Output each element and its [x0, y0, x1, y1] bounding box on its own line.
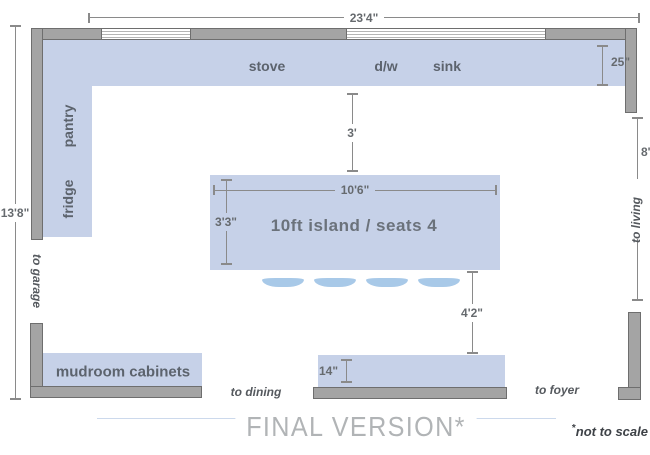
- dim-cap: [341, 381, 352, 383]
- dim-line: [215, 189, 335, 191]
- wall-right-upper: [625, 28, 637, 113]
- footer-note: *not to scale: [572, 423, 648, 439]
- label-stove: stove: [248, 58, 286, 74]
- label-to-dining: to dining: [230, 385, 282, 399]
- dim-line: [346, 361, 347, 381]
- dim-cap: [88, 12, 90, 23]
- dim-line: [225, 231, 227, 263]
- label-sink: sink: [432, 58, 462, 74]
- label-to-garage: to garage: [30, 253, 44, 309]
- dim-line: [602, 47, 603, 84]
- dim-living-opening: [631, 117, 643, 301]
- dim-cap: [346, 170, 358, 172]
- island-counter: [210, 175, 500, 270]
- wall-top-center: [190, 28, 347, 40]
- dim-counter-island-gap-label: 3': [347, 125, 357, 140]
- dim-cap: [213, 185, 215, 195]
- dim-line: [351, 141, 353, 170]
- dim-line: [14, 27, 16, 204]
- dim-living-opening-label: 8': [641, 145, 650, 159]
- stool-seat-icon: [262, 278, 304, 287]
- wall-console: [313, 387, 507, 399]
- dim-cap: [9, 398, 21, 400]
- stool-seat-icon: [366, 278, 408, 287]
- dim-cap: [495, 185, 498, 195]
- dim-overall-depth-label: 13'8": [0, 205, 30, 220]
- footer-note-asterisk: *: [571, 422, 576, 434]
- label-dishwasher: d/w: [374, 58, 398, 74]
- wall-right-lower-foot: [618, 387, 641, 400]
- stool-seat-icon: [314, 278, 356, 287]
- dim-island-depth-label: 3'3": [215, 215, 237, 229]
- dim-cap: [341, 359, 352, 361]
- dim-counter-depth-label: 25": [611, 55, 631, 69]
- mudroom-cabinet: [43, 353, 202, 386]
- label-island: 10ft island / seats 4: [270, 216, 438, 235]
- dim-island-console-gap: 4'2": [457, 271, 487, 354]
- counter-left-run: [43, 86, 92, 237]
- dim-overall-width: 23'4": [88, 10, 641, 25]
- label-to-foyer: to foyer: [534, 383, 580, 397]
- dim-cap: [466, 271, 478, 273]
- dim-line: [384, 17, 639, 18]
- dim-cap: [220, 179, 232, 181]
- dim-cap: [220, 263, 232, 265]
- dim-island-depth: 3'3": [211, 179, 241, 265]
- dim-counter-depth: [597, 45, 608, 86]
- dim-cap: [631, 117, 643, 119]
- dim-cap: [597, 45, 608, 47]
- label-pantry: pantry: [60, 104, 76, 148]
- label-fridge: fridge: [60, 179, 76, 219]
- footer-title: FINAL VERSION*: [235, 411, 477, 443]
- dim-cap: [9, 25, 21, 27]
- wall-mudroom-horizontal: [30, 386, 202, 398]
- stool-seat-icon: [418, 278, 460, 287]
- dim-line: [351, 95, 353, 124]
- dim-line: [90, 17, 344, 18]
- dim-line: [225, 181, 227, 213]
- dim-cap: [466, 352, 478, 354]
- dim-cap: [597, 84, 608, 86]
- wall-left: [31, 28, 43, 240]
- dim-island-length: 10'6": [213, 183, 498, 197]
- dim-line: [471, 273, 473, 304]
- dim-cap: [346, 93, 358, 95]
- dim-console-depth: [341, 359, 352, 383]
- footer-note-text: not to scale: [575, 424, 648, 440]
- dim-island-length-label: 10'6": [340, 183, 370, 197]
- dim-line: [471, 321, 473, 352]
- dim-line: [14, 221, 16, 398]
- wall-top-right: [545, 28, 637, 40]
- dim-line: [636, 119, 638, 179]
- dim-island-console-gap-label: 4'2": [461, 305, 483, 320]
- label-mudroom-cabinets: mudroom cabinets: [55, 363, 191, 381]
- dim-line: [636, 239, 638, 299]
- window-top-left: [102, 28, 190, 40]
- window-top-right: [347, 28, 545, 40]
- dim-console-depth-label: 14": [319, 364, 339, 378]
- dim-overall-width-label: 23'4": [349, 10, 379, 25]
- label-to-living: to living: [629, 197, 643, 243]
- counter-top-run: [43, 40, 625, 86]
- dim-cap: [638, 12, 641, 23]
- dim-cap: [631, 299, 643, 301]
- dim-line: [375, 189, 496, 191]
- dim-counter-island-gap: 3': [340, 93, 364, 172]
- dim-overall-depth: 13'8": [0, 25, 30, 400]
